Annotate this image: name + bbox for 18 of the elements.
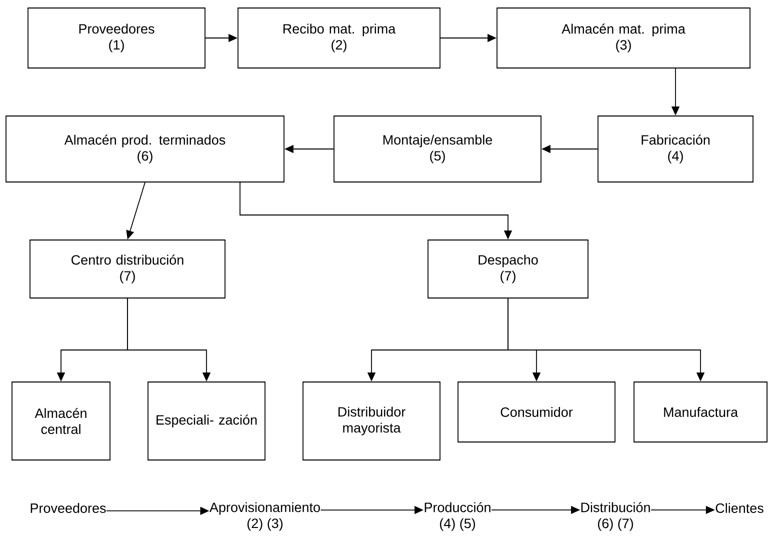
process-box: Montaje/ensamble (5) (334, 116, 542, 182)
stage-label: Producción (4) (5) (424, 502, 490, 531)
process-box: Fabricación (4) (598, 116, 754, 182)
stage-label: Proveedores (30, 503, 106, 513)
process-box: Especiali- zación (148, 382, 266, 460)
stage-label: Clientes (716, 503, 764, 513)
process-box: Proveedores (1) (28, 8, 206, 68)
process-box: Manufactura (634, 382, 768, 442)
process-box: Centro distribución (7) (30, 240, 226, 298)
process-box: Recibo mat. prima (2) (238, 8, 440, 68)
process-box: Consumidor (458, 382, 616, 442)
process-box: Despacho (7) (428, 240, 588, 298)
stage-label: Distribución (6) (7) (581, 502, 650, 531)
stage-label: Aprovisionamiento (2) (3) (210, 502, 320, 531)
process-box: Almacén mat. prima (3) (496, 8, 750, 68)
process-box: Almacén prod. terminados (6) (6, 116, 284, 182)
process-box: Distribuidor mayorista (302, 382, 440, 460)
process-box: Almacén central (12, 382, 110, 460)
